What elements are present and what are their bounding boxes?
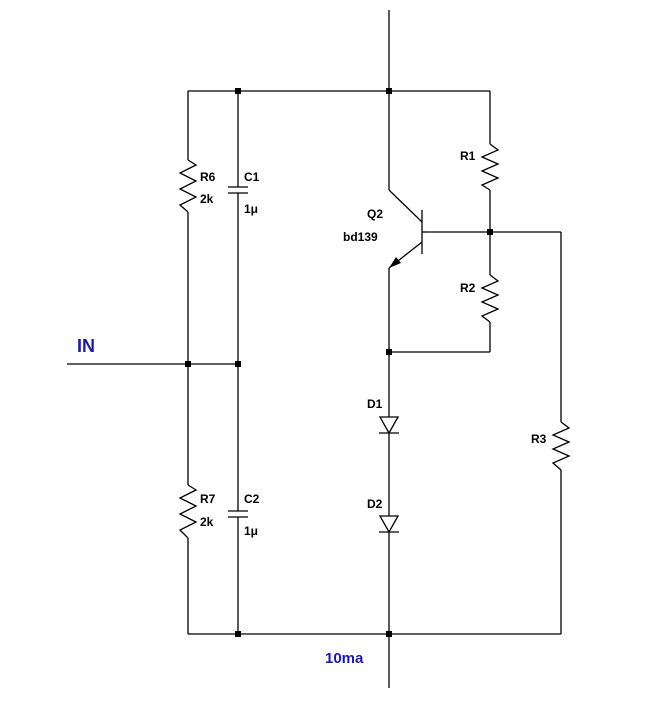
diode-d2 [378, 515, 400, 534]
wires [67, 10, 562, 688]
r2-ref-label: R2 [460, 281, 476, 295]
output-net-label: 10ma [325, 650, 364, 667]
q2-collector-lead [388, 189, 423, 223]
r1-ref-label: R1 [460, 149, 476, 163]
r7-ref-label: R7 [200, 492, 216, 506]
d1-ref-label: D1 [367, 397, 383, 411]
input-net-label: IN [77, 336, 95, 356]
c1-ref-label: C1 [244, 170, 260, 184]
c2-value-label: 1μ [244, 524, 258, 538]
d2-ref-label: D2 [367, 497, 383, 511]
r6-ref-label: R6 [200, 170, 216, 184]
q2-value-label: bd139 [343, 230, 378, 244]
resistor-r3 [551, 421, 571, 471]
capacitor-c1 [228, 186, 248, 194]
transistor-q2 [388, 189, 428, 269]
junction-bottom-out [386, 631, 392, 637]
r6-value-label: 2k [200, 192, 214, 206]
q2-emitter-arrow [389, 257, 401, 268]
r7-value-label: 2k [200, 515, 214, 529]
junction-dots [185, 88, 493, 637]
resistor-r2 [480, 274, 500, 323]
c1-value-label: 1μ [244, 202, 258, 216]
junction-emitter [386, 349, 392, 355]
resistor-r6 [178, 159, 198, 213]
diode-d1 [378, 416, 400, 435]
junction-bottom-c2 [235, 631, 241, 637]
junction-top-c1 [235, 88, 241, 94]
junction-top-q2 [386, 88, 392, 94]
junction-in-r [185, 361, 191, 367]
resistor-r7 [178, 484, 198, 539]
r3-ref-label: R3 [531, 432, 547, 446]
junction-in-c [235, 361, 241, 367]
capacitor-c2 [228, 510, 248, 518]
q2-ref-label: Q2 [367, 207, 383, 221]
c2-ref-label: C2 [244, 492, 260, 506]
junction-base [487, 229, 493, 235]
resistor-r1 [480, 143, 500, 191]
